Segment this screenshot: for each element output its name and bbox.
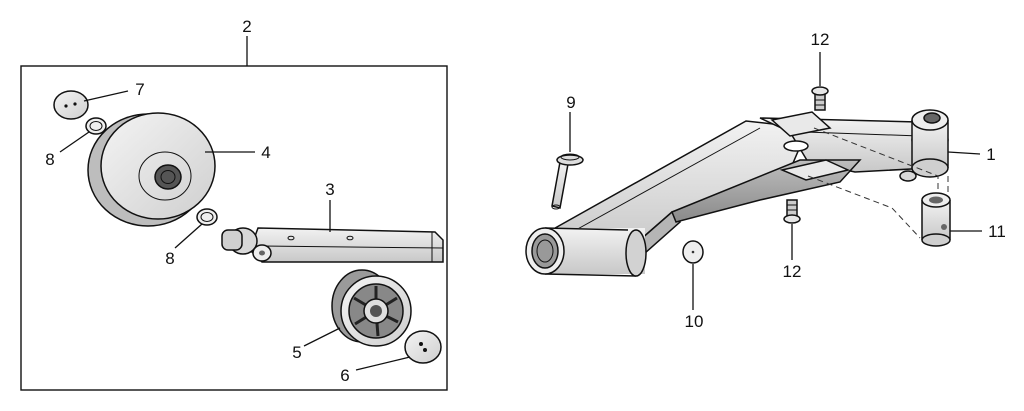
callout-6: 6 <box>340 366 349 385</box>
callout-1: 1 <box>986 145 995 164</box>
callout-10: 10 <box>685 312 704 331</box>
part-12-screw-top <box>811 86 829 111</box>
callout-5: 5 <box>292 343 301 362</box>
callout-11: 11 <box>988 222 1006 241</box>
callout-labels: 2 7 8 4 3 8 5 6 9 10 12 12 1 11 <box>45 17 1006 385</box>
part-12-screw-bottom <box>783 199 801 224</box>
callout-3: 3 <box>325 180 334 199</box>
part-10-washer <box>682 240 704 264</box>
callout-2: 2 <box>242 17 251 36</box>
callout-7: 7 <box>135 80 144 99</box>
part-3-axle-bar <box>221 227 444 263</box>
part-8-ring-bottom <box>196 208 218 226</box>
part-6-end-cap <box>404 330 442 364</box>
callout-4: 4 <box>261 143 270 162</box>
part-8-ring-top <box>85 117 107 135</box>
part-4-large-wheel <box>87 112 216 227</box>
callout-8-bottom: 8 <box>165 249 174 268</box>
part-11-bushing <box>921 192 951 247</box>
callout-9: 9 <box>566 93 575 112</box>
part-1-frame-arm <box>525 109 949 277</box>
leader-lines <box>59 52 982 371</box>
part-7-end-cap <box>53 90 89 120</box>
part-5-hub-wheel <box>331 269 412 347</box>
callout-12-top: 12 <box>811 30 830 49</box>
callout-12-bottom: 12 <box>783 262 802 281</box>
assembly-box-2 <box>20 65 448 391</box>
part-9-bolt <box>551 153 584 210</box>
callout-8-top: 8 <box>45 150 54 169</box>
